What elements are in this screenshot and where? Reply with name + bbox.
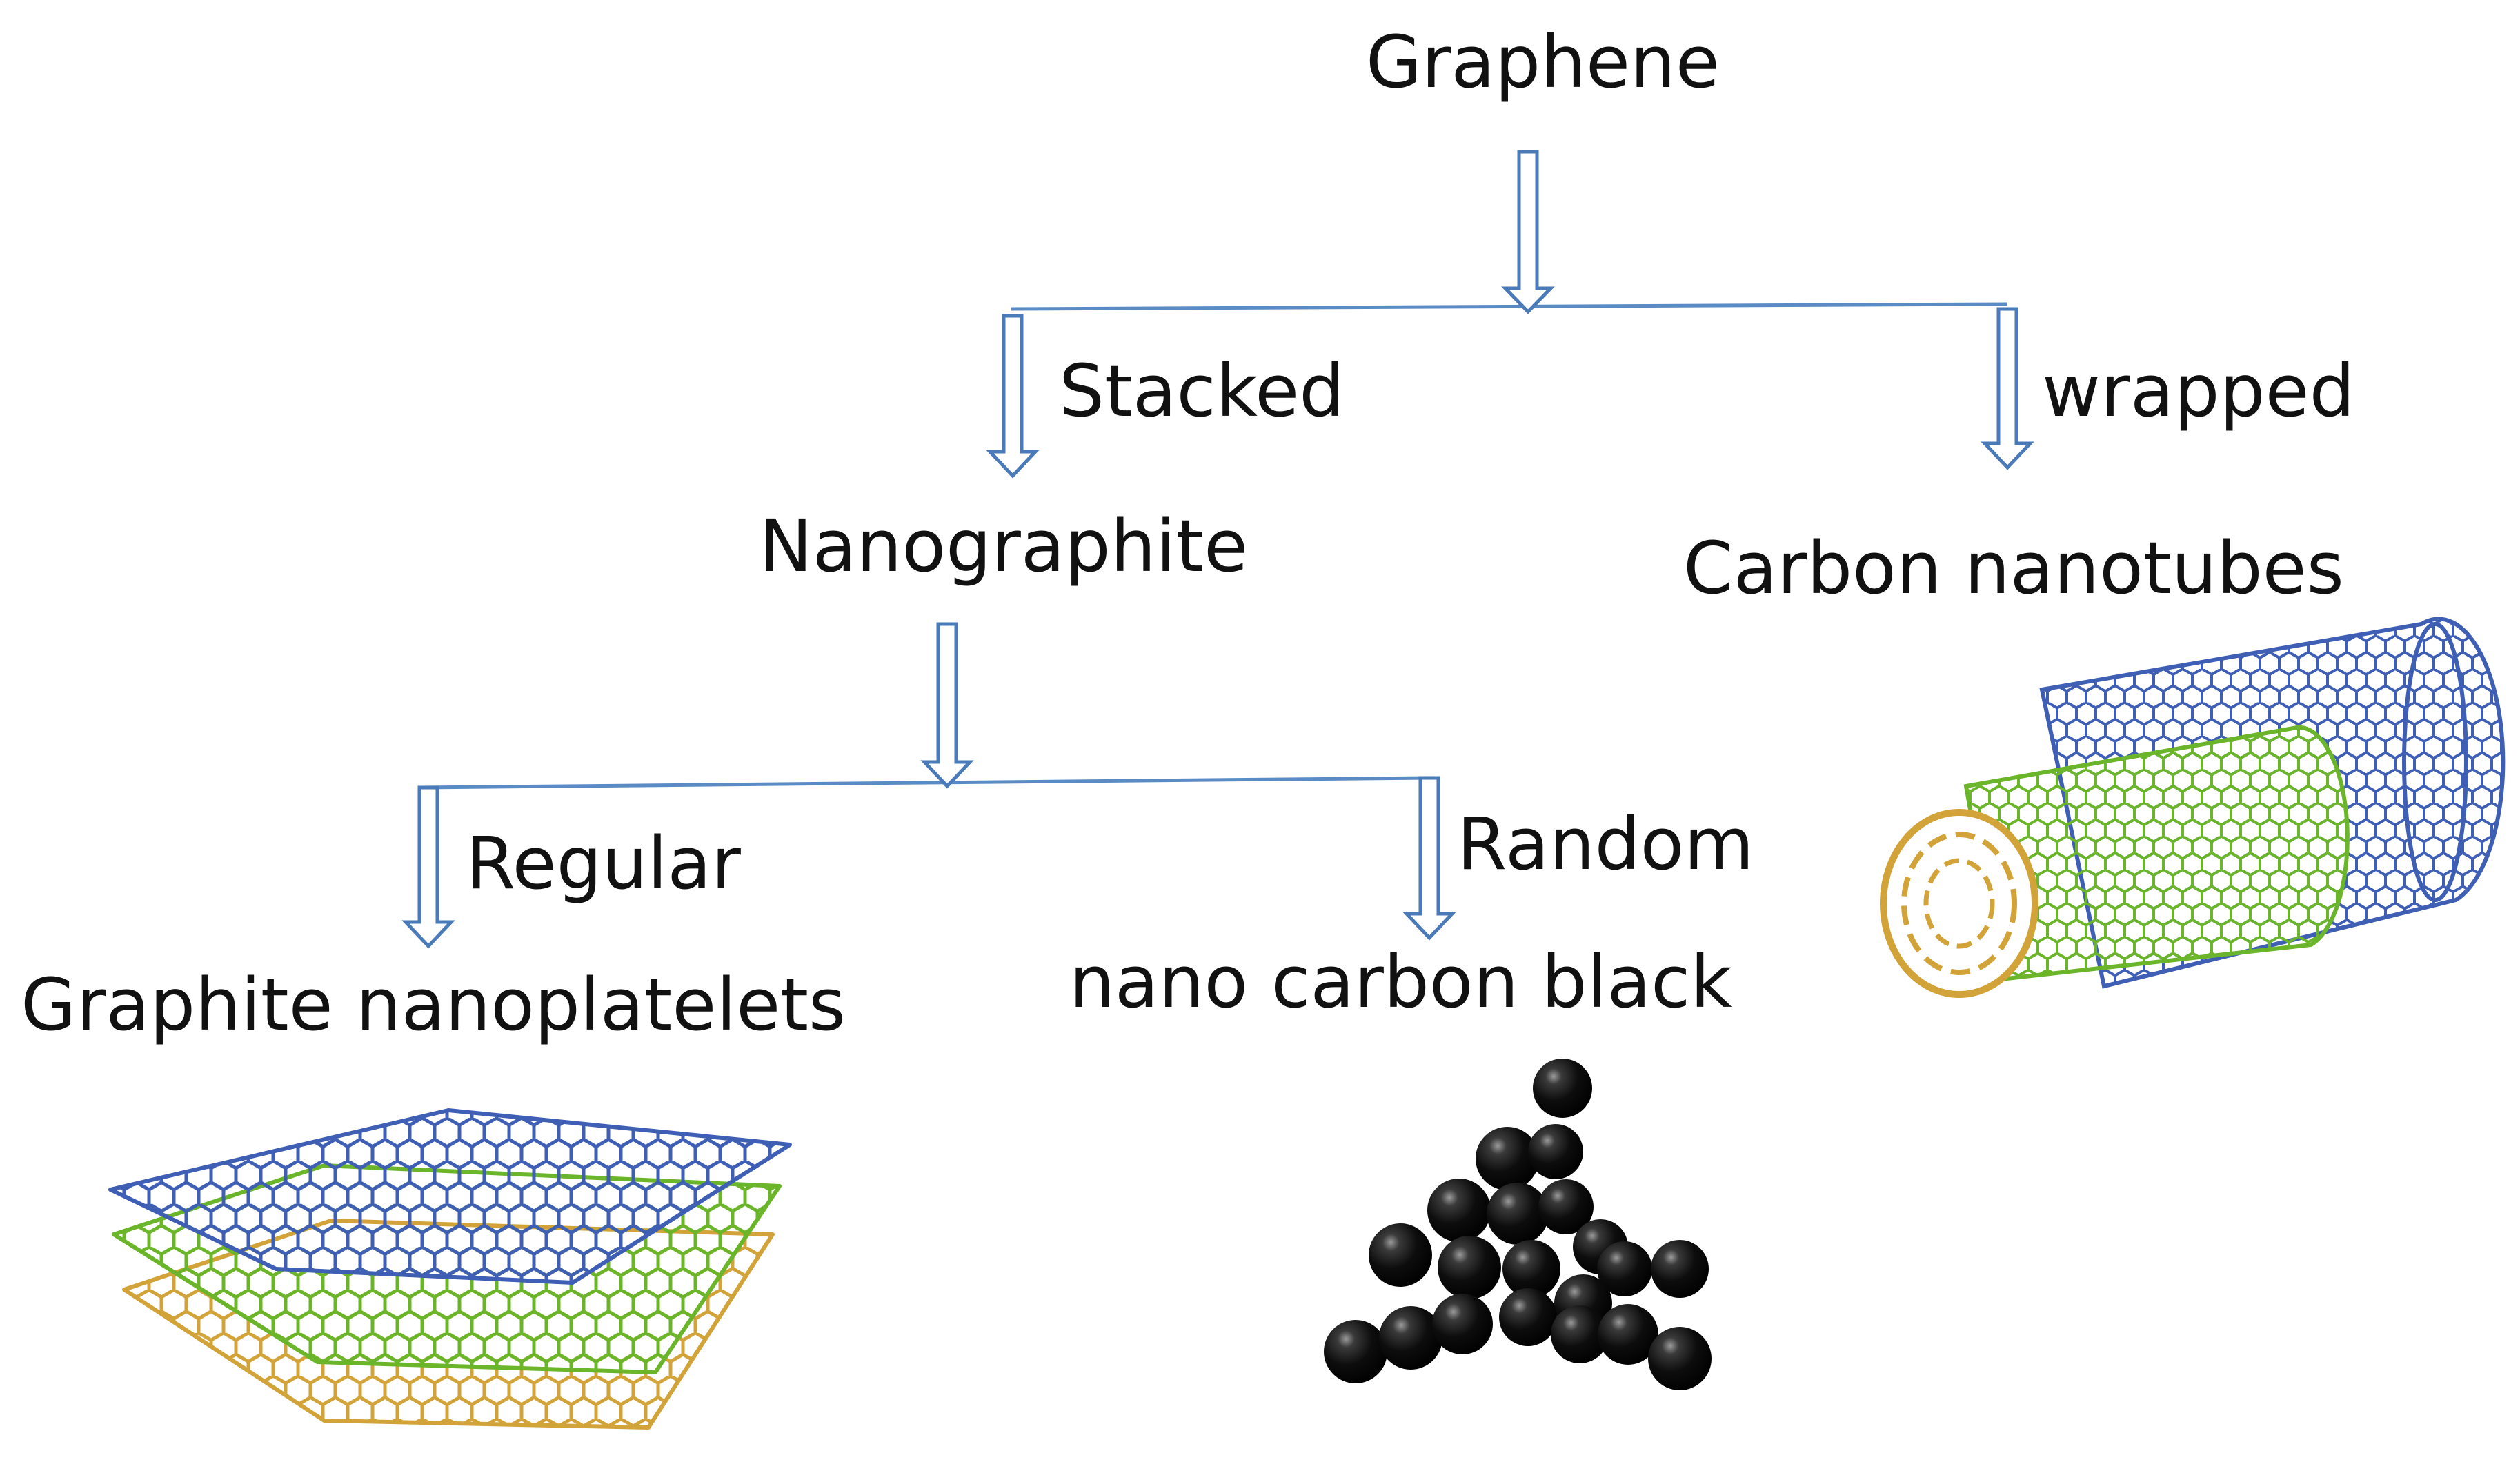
arrow-stacked-down [986, 314, 1040, 479]
arrow-nanographite-down [920, 622, 974, 789]
carbon-sphere [1598, 1304, 1658, 1365]
nanotube-inner-ring [1901, 832, 2017, 975]
carbon-sphere [1438, 1236, 1501, 1299]
carbon-nanotubes-illustration [1880, 617, 2506, 998]
regular-label: Regular [466, 821, 741, 905]
carbon-sphere [1502, 1240, 1560, 1298]
nanotube-outer-rim [2402, 622, 2468, 902]
carbon-nanotubes-label: Carbon nanotubes [1683, 526, 2344, 610]
arrow-graphene-down [1501, 150, 1555, 314]
carbon-sphere [1648, 1327, 1712, 1390]
carbon-sphere [1551, 1305, 1609, 1363]
carbon-sphere [1528, 1124, 1583, 1179]
carbon-sphere [1597, 1241, 1652, 1296]
graphene-label: Graphene [1366, 20, 1720, 104]
carbon-sphere [1476, 1127, 1539, 1190]
connectors [420, 302, 2008, 790]
carbon-sphere [1379, 1306, 1442, 1370]
carbon-sphere [1487, 1183, 1549, 1245]
graphite-nanoplatelets-illustration [108, 1108, 792, 1430]
nanotube-inner-core [1923, 858, 1995, 949]
carbon-sphere [1538, 1179, 1594, 1234]
graphite-nanoplatelets-label: Graphite nanoplatelets [21, 963, 846, 1047]
carbon-sphere [1499, 1288, 1557, 1346]
random-label: Random [1457, 802, 1754, 886]
nano-carbon-black-label: nano carbon black [1069, 940, 1732, 1024]
connector-top [1010, 302, 2008, 311]
carbon-sphere [1651, 1240, 1709, 1298]
carbon-sphere [1427, 1179, 1491, 1242]
nanographite-label: Nanographite [759, 504, 1249, 588]
arrow-wrapped-down [1981, 307, 2034, 470]
arrows [401, 150, 2034, 949]
nano-carbon-black-illustration [1324, 1059, 1712, 1390]
wrapped-label: wrapped [2042, 349, 2355, 433]
carbon-sphere [1369, 1223, 1432, 1287]
carbon-sphere [1324, 1320, 1387, 1383]
arrow-regular-down [401, 785, 455, 949]
connector-middle [420, 776, 1429, 790]
carbon-sphere [1432, 1294, 1493, 1354]
carbon-sphere [1533, 1059, 1592, 1118]
sheet-blue [108, 1108, 792, 1285]
stacked-label: Stacked [1059, 349, 1345, 433]
arrow-random-down [1402, 776, 1456, 941]
nanotube-middle [1963, 725, 2350, 982]
nanotube-inner-mouth [1880, 809, 2038, 998]
